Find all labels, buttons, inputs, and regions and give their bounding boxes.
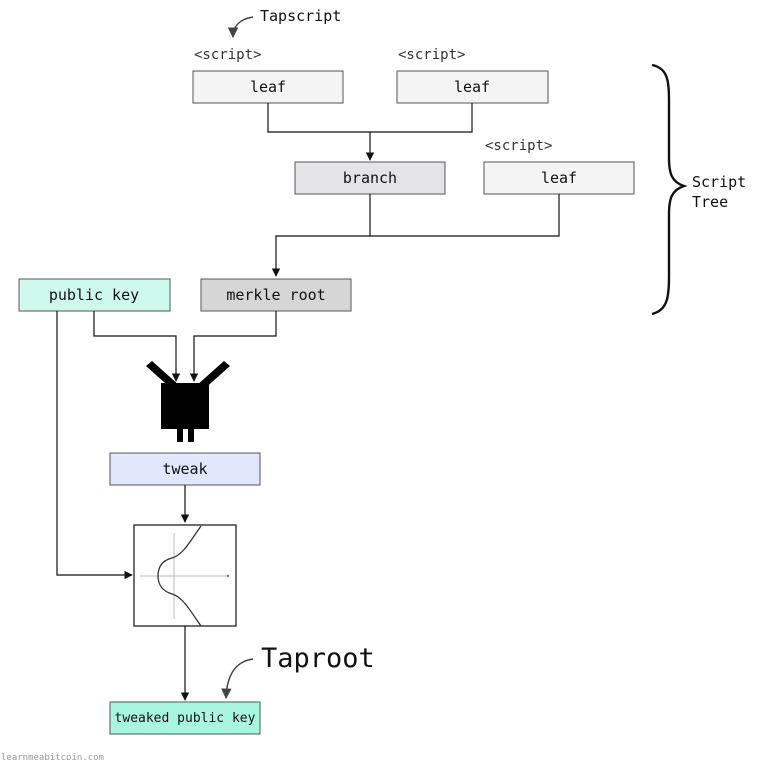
merkle-root-box <box>200 278 352 312</box>
branch-to-root-connector <box>369 194 560 237</box>
script-tree-brace <box>651 63 688 316</box>
merkle-root-label: merkle root <box>226 286 325 304</box>
leaf-label-1: leaf <box>250 78 286 96</box>
script-tag-2: <script> <box>398 47 465 63</box>
leaf-label-2: leaf <box>454 78 490 96</box>
elliptic-curve-path <box>157 525 202 627</box>
public-key-box <box>18 278 171 312</box>
tweak-label: tweak <box>162 460 207 478</box>
footer-watermark: learnmeabitcoin.com <box>1 753 104 760</box>
hash-function-machine-icon <box>146 361 230 442</box>
script-tree-label-line-2: Tree <box>692 193 728 211</box>
public-key-label: public key <box>49 286 139 304</box>
merkle-root-to-hash-arrow <box>189 311 277 382</box>
public-key-to-hash-arrow <box>93 311 181 382</box>
taproot-pointer-arrow <box>221 658 254 700</box>
elliptic-curve-point <box>226 574 230 578</box>
tapscript-pointer-arrow <box>227 16 254 39</box>
leaf-box-1 <box>192 70 344 104</box>
public-key-to-curve-arrow <box>56 311 133 580</box>
taproot-label: Taproot <box>261 643 375 674</box>
tapscript-label: Tapscript <box>260 7 341 25</box>
script-tree-label: Script Tree <box>692 173 755 211</box>
hash-function-body <box>161 383 209 429</box>
leaf-label-3: leaf <box>541 169 577 187</box>
leaf-box-2 <box>396 70 549 104</box>
leaf-box-3 <box>483 161 635 195</box>
leaf-to-branch-connector <box>267 103 473 133</box>
hash-function-left-leg <box>177 429 183 442</box>
script-tag-1: <script> <box>194 47 261 63</box>
tweaked-public-key-label: tweaked public key <box>115 711 256 726</box>
root-input-arrow <box>271 235 370 277</box>
hash-function-right-leg <box>188 429 194 442</box>
script-tree-label-line-1: Script <box>692 173 746 191</box>
tweaked-public-key-box <box>109 701 261 735</box>
tweak-box <box>109 452 261 486</box>
branch-label: branch <box>343 169 397 187</box>
elliptic-curve-icon <box>133 524 237 627</box>
script-tag-3: <script> <box>485 138 552 154</box>
